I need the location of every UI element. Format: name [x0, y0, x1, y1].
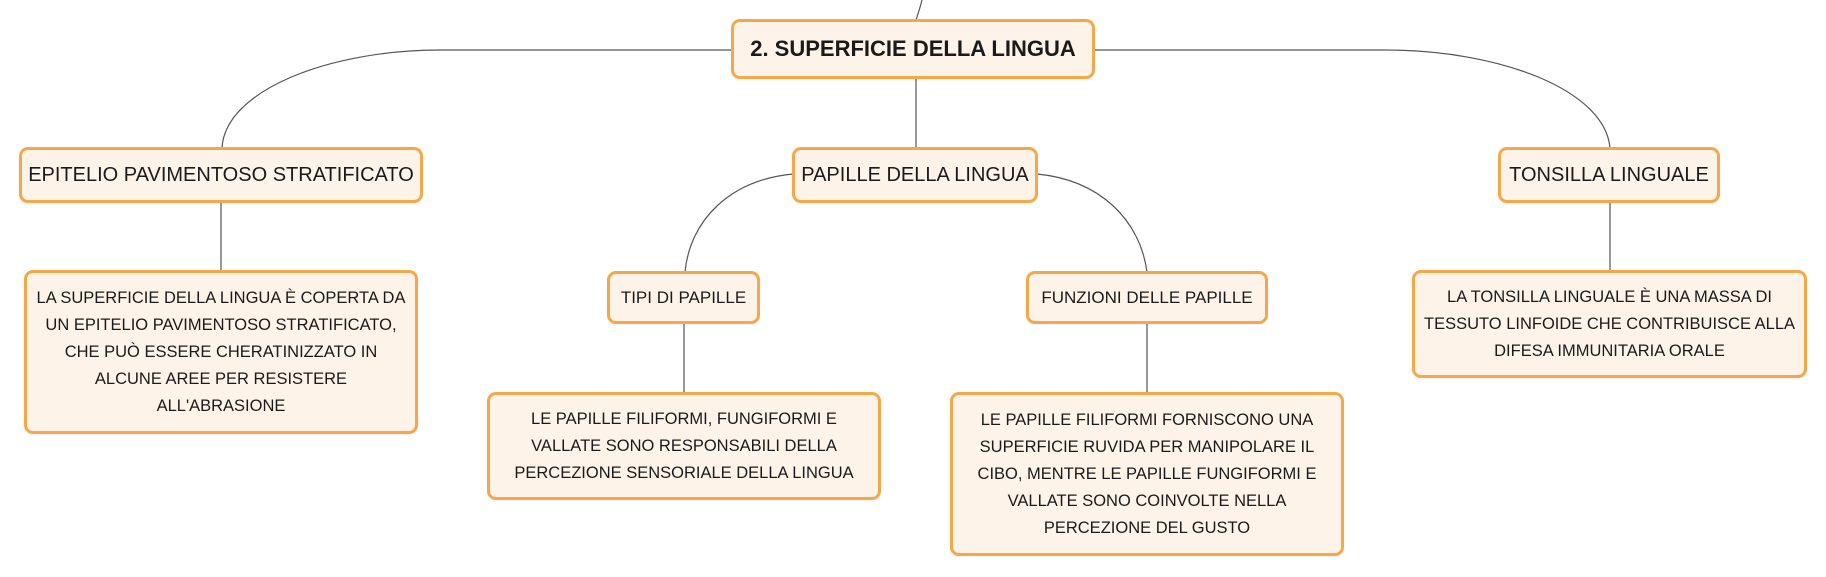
root-node-label: 2. SUPERFICIE DELLA LINGUA [750, 36, 1076, 61]
papille-node-label: PAPILLE DELLA LINGUA [801, 163, 1029, 186]
connector-papille-funzioni [1036, 173, 1148, 273]
connector-parent-root [915, 0, 923, 21]
funzioni-node[interactable]: FUNZIONI DELLE PAPILLE [1026, 271, 1268, 324]
funzioni-detail-text: LE PAPILLE FILIFORMI FORNISCONO UNA SUPE… [977, 410, 1317, 537]
funzioni-detail-node[interactable]: LE PAPILLE FILIFORMI FORNISCONO UNA SUPE… [950, 392, 1344, 556]
funzioni-node-label: FUNZIONI DELLE PAPILLE [1041, 287, 1253, 307]
tipi-detail-text: LE PAPILLE FILIFORMI, FUNGIFORMI E VALLA… [514, 409, 854, 482]
root-node[interactable]: 2. SUPERFICIE DELLA LINGUA [731, 19, 1095, 79]
tonsilla-node-label: TONSILLA LINGUALE [1509, 163, 1709, 186]
connector-root-tonsilla [1094, 49, 1611, 149]
epitelio-detail-text: LA SUPERFICIE DELLA LINGUA È COPERTA DA … [36, 288, 406, 415]
epitelio-detail-node[interactable]: LA SUPERFICIE DELLA LINGUA È COPERTA DA … [24, 270, 418, 434]
papille-node[interactable]: PAPILLE DELLA LINGUA [792, 147, 1038, 203]
tipi-node-label: TIPI DI PAPILLE [620, 287, 747, 307]
tipi-detail-node[interactable]: LE PAPILLE FILIFORMI, FUNGIFORMI E VALLA… [487, 392, 881, 500]
tipi-node[interactable]: TIPI DI PAPILLE [607, 271, 760, 324]
epitelio-node-label: EPITELIO PAVIMENTOSO STRATIFICATO [28, 163, 414, 186]
connector-papille-tipi [684, 173, 794, 273]
tonsilla-detail-node[interactable]: LA TONSILLA LINGUALE È UNA MASSA DI TESS… [1412, 270, 1807, 378]
tonsilla-node[interactable]: TONSILLA LINGUALE [1498, 147, 1720, 203]
connector-root-epitelio [221, 49, 732, 149]
epitelio-node[interactable]: EPITELIO PAVIMENTOSO STRATIFICATO [19, 147, 423, 203]
tonsilla-detail-text: LA TONSILLA LINGUALE È UNA MASSA DI TESS… [1423, 287, 1796, 360]
